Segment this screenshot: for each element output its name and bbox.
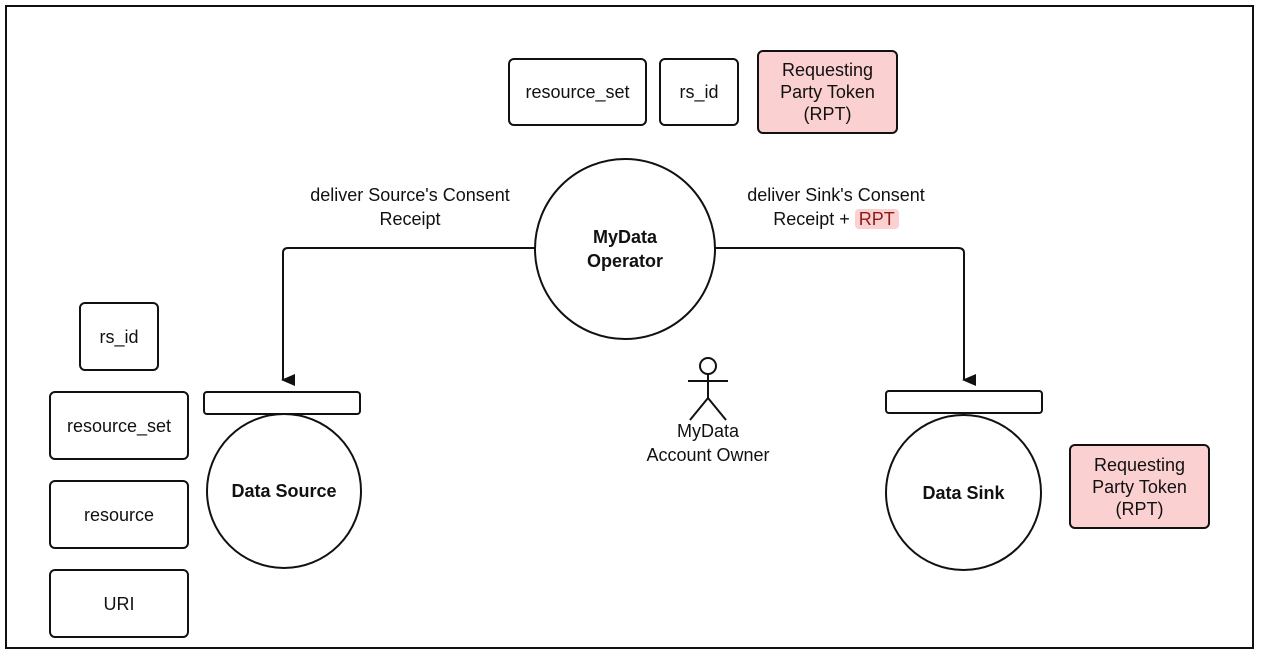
top-rpt-token: Requesting Party Token (RPT): [757, 50, 898, 134]
edge-label-source: deliver Source's Consent Receipt: [280, 183, 540, 231]
source-resource-label: resource: [83, 504, 155, 525]
sink-rpt-token: Requesting Party Token (RPT): [1069, 444, 1210, 529]
sink-rpt-line2: Party Token: [1092, 476, 1187, 497]
mydata-operator-node: MyData Operator: [534, 158, 716, 340]
source-rs-id-label: rs_id: [99, 326, 139, 347]
source-resource-set-label: resource_set: [66, 415, 172, 436]
edge-label-source-line1: deliver Source's Consent: [310, 185, 510, 205]
edge-operator-to-source: [281, 247, 535, 386]
source-uri-token: URI: [49, 569, 189, 638]
source-rs-id-token: rs_id: [79, 302, 159, 371]
operator-line2: Operator: [586, 251, 664, 271]
rpt-highlight-badge: RPT: [854, 209, 899, 229]
data-sink-node: Data Sink: [885, 414, 1042, 571]
top-rs-id-label: rs_id: [679, 82, 719, 102]
source-resource-token: resource: [49, 480, 189, 549]
diagram-frame: [5, 5, 1254, 649]
edge-label-sink-prefix: Receipt +: [773, 209, 855, 229]
data-source-store-bar: [203, 391, 361, 415]
edge-label-source-line2: Receipt: [379, 209, 441, 229]
data-sink-store-bar: [885, 390, 1043, 414]
stick-figure-icon: [688, 357, 728, 421]
top-resource-set-label: resource_set: [525, 82, 630, 102]
owner-line1: MyData: [676, 421, 739, 441]
data-source-label: Data Source: [231, 481, 337, 501]
owner-line2: Account Owner: [646, 445, 770, 465]
source-resource-set-token: resource_set: [49, 391, 189, 460]
data-source-node: Data Source: [206, 413, 362, 569]
operator-line1: MyData: [592, 227, 658, 247]
top-rs-id-token: rs_id: [659, 58, 739, 126]
edge-label-sink-line1: deliver Sink's Consent: [747, 185, 925, 205]
edge-label-sink: deliver Sink's Consent Receipt + RPT: [716, 183, 956, 231]
top-rpt-line3: (RPT): [803, 104, 852, 124]
edge-label-sink-line2: Receipt + RPT: [716, 207, 956, 231]
account-owner-label: MyData Account Owner: [628, 419, 788, 467]
top-resource-set-token: resource_set: [508, 58, 647, 126]
top-rpt-line2: Party Token: [780, 82, 875, 102]
edge-operator-to-sink: [715, 247, 976, 386]
source-uri-label: URI: [103, 593, 135, 614]
sink-rpt-line3: (RPT): [1115, 498, 1164, 519]
sink-rpt-line1: Requesting: [1093, 454, 1186, 475]
top-rpt-line1: Requesting: [781, 60, 874, 80]
data-sink-label: Data Sink: [922, 482, 1005, 503]
